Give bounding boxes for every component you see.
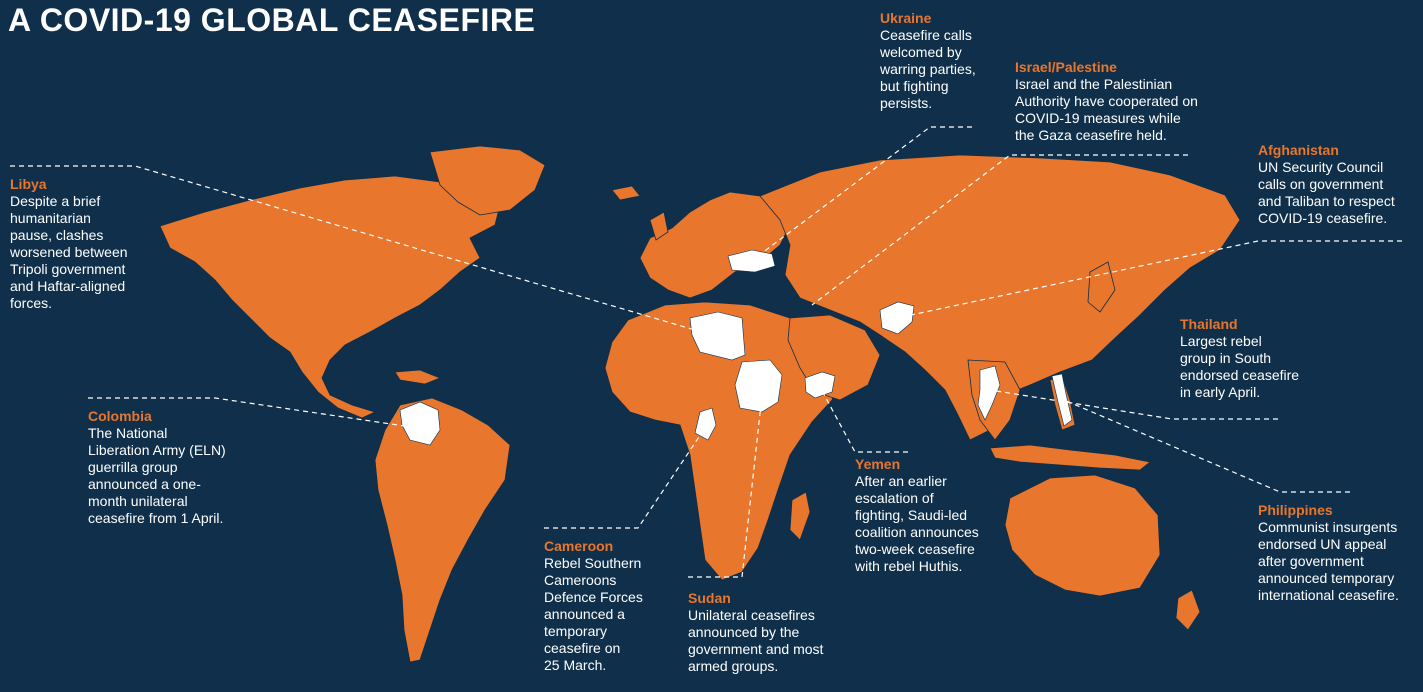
callout-ukraine-text: Ceasefire calls welcomed by warring part… <box>880 27 976 111</box>
callout-colombia-name: Colombia <box>88 408 152 424</box>
libya-leader <box>10 165 713 336</box>
callout-israel-palestine-name: Israel/Palestine <box>1015 59 1117 75</box>
greenland <box>429 145 546 216</box>
asia <box>759 154 1241 441</box>
highlighted-countries <box>399 249 1073 446</box>
title-emphasis: GLOBAL CEASEFIRE <box>200 2 536 38</box>
colombia-shape <box>399 401 441 446</box>
callout-ukraine: Ukraine Ceasefire calls welcomed by warr… <box>880 10 1010 112</box>
callout-philippines: Philippines Communist insurgents endorse… <box>1258 502 1423 604</box>
callout-cameroon-name: Cameroon <box>544 538 614 554</box>
madagascar <box>789 491 811 541</box>
callout-libya-text: Despite a brief humanitarian pause, clas… <box>10 193 128 311</box>
callout-thailand: Thailand Largest rebel group in South en… <box>1180 316 1330 401</box>
callout-afghanistan: Afghanistan UN Security Council calls on… <box>1258 142 1423 227</box>
callout-cameroon: Cameroon Rebel Southern Cameroons Defenc… <box>544 538 674 674</box>
colombia-leader <box>88 397 419 429</box>
land-masses <box>159 145 1241 663</box>
callout-libya: Libya Despite a brief humanitarian pause… <box>10 176 160 312</box>
philippines-shape <box>1051 373 1073 427</box>
north-america <box>159 175 501 419</box>
callout-sudan-name: Sudan <box>688 590 731 606</box>
page-title: A COVID-19 GLOBAL CEASEFIRE <box>8 2 535 38</box>
callout-philippines-name: Philippines <box>1258 502 1333 518</box>
south-america <box>374 397 511 663</box>
callout-libya-name: Libya <box>10 176 47 192</box>
libya-shape <box>689 311 746 361</box>
callout-thailand-text: Largest rebel group in South endorsed ce… <box>1180 333 1300 400</box>
callout-yemen: Yemen After an earlier escalation of fig… <box>855 456 1015 575</box>
israel-palestine-leader <box>811 154 1188 306</box>
australia <box>1004 474 1161 597</box>
callout-israel-palestine-text: Israel and the Palestinian Authority hav… <box>1015 76 1198 143</box>
thailand-leader <box>989 389 1278 420</box>
callout-colombia-text: The National Liberation Army (ELN) guerr… <box>88 425 226 526</box>
europe <box>639 191 791 299</box>
callout-afghanistan-name: Afghanistan <box>1258 142 1339 158</box>
thailand-shape <box>977 365 1001 421</box>
sudan-shape <box>734 359 783 413</box>
iceland <box>611 185 641 201</box>
ukraine-leader <box>749 126 972 263</box>
new-zealand <box>1175 589 1201 631</box>
callout-yemen-name: Yemen <box>855 456 901 472</box>
yemen-shape <box>804 371 836 399</box>
leader-lines <box>10 126 1402 578</box>
philippines-leader <box>1063 399 1350 493</box>
sudan-leader <box>688 394 763 578</box>
callout-cameroon-text: Rebel Southern Cameroons Defence Forces … <box>544 555 643 673</box>
uk <box>649 211 669 241</box>
title-prefix: A COVID-19 <box>8 2 192 38</box>
callout-philippines-text: Communist insurgents endorsed UN appeal … <box>1258 519 1399 603</box>
japan <box>1087 261 1116 313</box>
indonesia <box>989 444 1151 471</box>
afghanistan-leader <box>896 240 1402 319</box>
cameroon-shape <box>694 407 717 441</box>
callout-ukraine-name: Ukraine <box>880 10 932 26</box>
callout-sudan-text: Unilateral ceasefires announced by the g… <box>688 607 824 674</box>
callout-yemen-text: After an earlier escalation of fighting,… <box>855 473 979 574</box>
callout-thailand-name: Thailand <box>1180 316 1238 332</box>
cameroon-leader <box>544 424 708 529</box>
callout-sudan: Sudan Unilateral ceasefires announced by… <box>688 590 858 675</box>
callout-afghanistan-text: UN Security Council calls on government … <box>1258 159 1395 226</box>
callout-israel-palestine: Israel/Palestine Israel and the Palestin… <box>1015 59 1255 144</box>
yemen-leader <box>819 386 908 453</box>
caribbean <box>394 369 442 385</box>
callout-colombia: Colombia The National Liberation Army (E… <box>88 408 278 527</box>
